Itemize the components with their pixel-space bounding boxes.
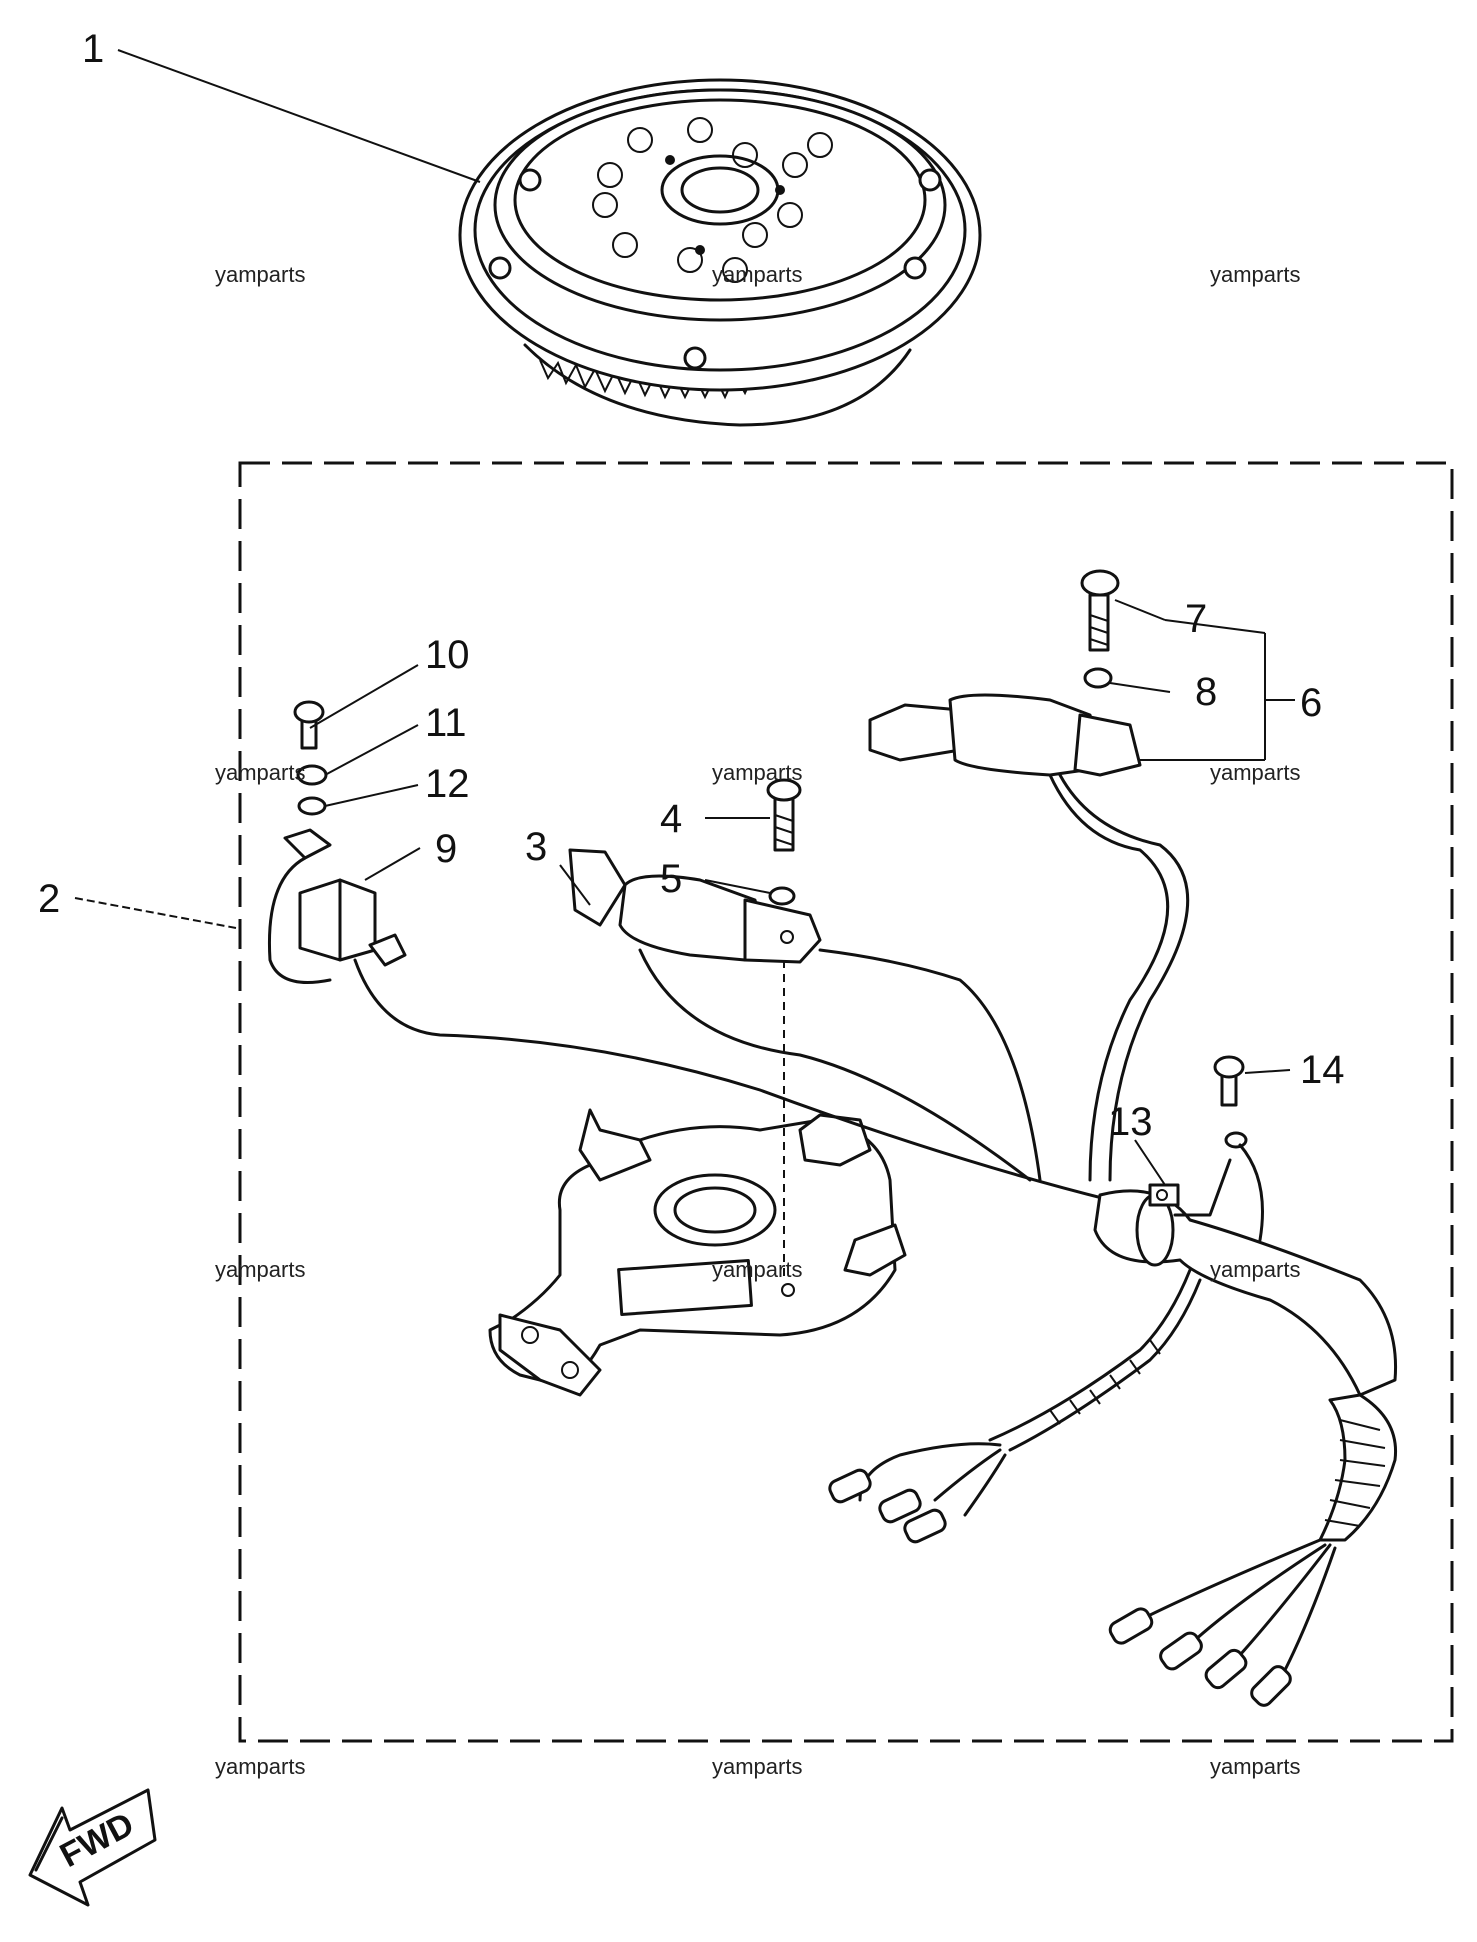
watermark-text: yamparts <box>1210 262 1300 287</box>
callout-10: 10 <box>425 633 470 677</box>
flywheel-part-1 <box>458 78 982 427</box>
watermark-text: yamparts <box>1210 1754 1300 1779</box>
watermark-text: yamparts <box>712 760 802 785</box>
watermark-text: yamparts <box>215 1257 305 1282</box>
watermark-text: yamparts <box>215 760 305 785</box>
callout-2: 2 <box>38 877 60 921</box>
callout-3: 3 <box>525 825 547 869</box>
callout-14: 14 <box>1300 1048 1345 1092</box>
leader-lines <box>74 49 1295 1186</box>
watermark-text: yamparts <box>215 262 305 287</box>
pulser-part-9 <box>283 700 407 967</box>
callout-12: 12 <box>425 762 470 806</box>
watermark-text: yamparts <box>1210 1257 1300 1282</box>
callout-1: 1 <box>82 27 104 71</box>
callout-labels: 1 2 3 4 5 6 7 8 9 10 11 12 13 14 <box>38 27 1345 1144</box>
callout-13: 13 <box>1108 1100 1153 1144</box>
fwd-arrow-icon: FWD <box>28 1788 157 1907</box>
watermark-text: yamparts <box>1210 760 1300 785</box>
callout-5: 5 <box>660 857 682 901</box>
watermark-text: yamparts <box>712 1754 802 1779</box>
watermarks: yamparts yamparts yamparts yamparts yamp… <box>215 262 1300 1779</box>
callout-7: 7 <box>1185 597 1207 641</box>
watermark-text: yamparts <box>712 262 802 287</box>
callout-8: 8 <box>1195 670 1217 714</box>
callout-4: 4 <box>660 797 682 841</box>
watermark-text: yamparts <box>712 1257 802 1282</box>
watermark-text: yamparts <box>215 1754 305 1779</box>
callout-9: 9 <box>435 827 457 871</box>
stator-base-plate <box>488 1108 907 1397</box>
charge-coil-part-3 <box>568 778 822 1280</box>
ignition-coil-part-6 <box>868 569 1142 777</box>
callout-11: 11 <box>425 701 467 745</box>
assembly-box <box>238 461 1454 1743</box>
callout-6: 6 <box>1300 681 1322 725</box>
wiring-harness <box>267 773 1398 1707</box>
